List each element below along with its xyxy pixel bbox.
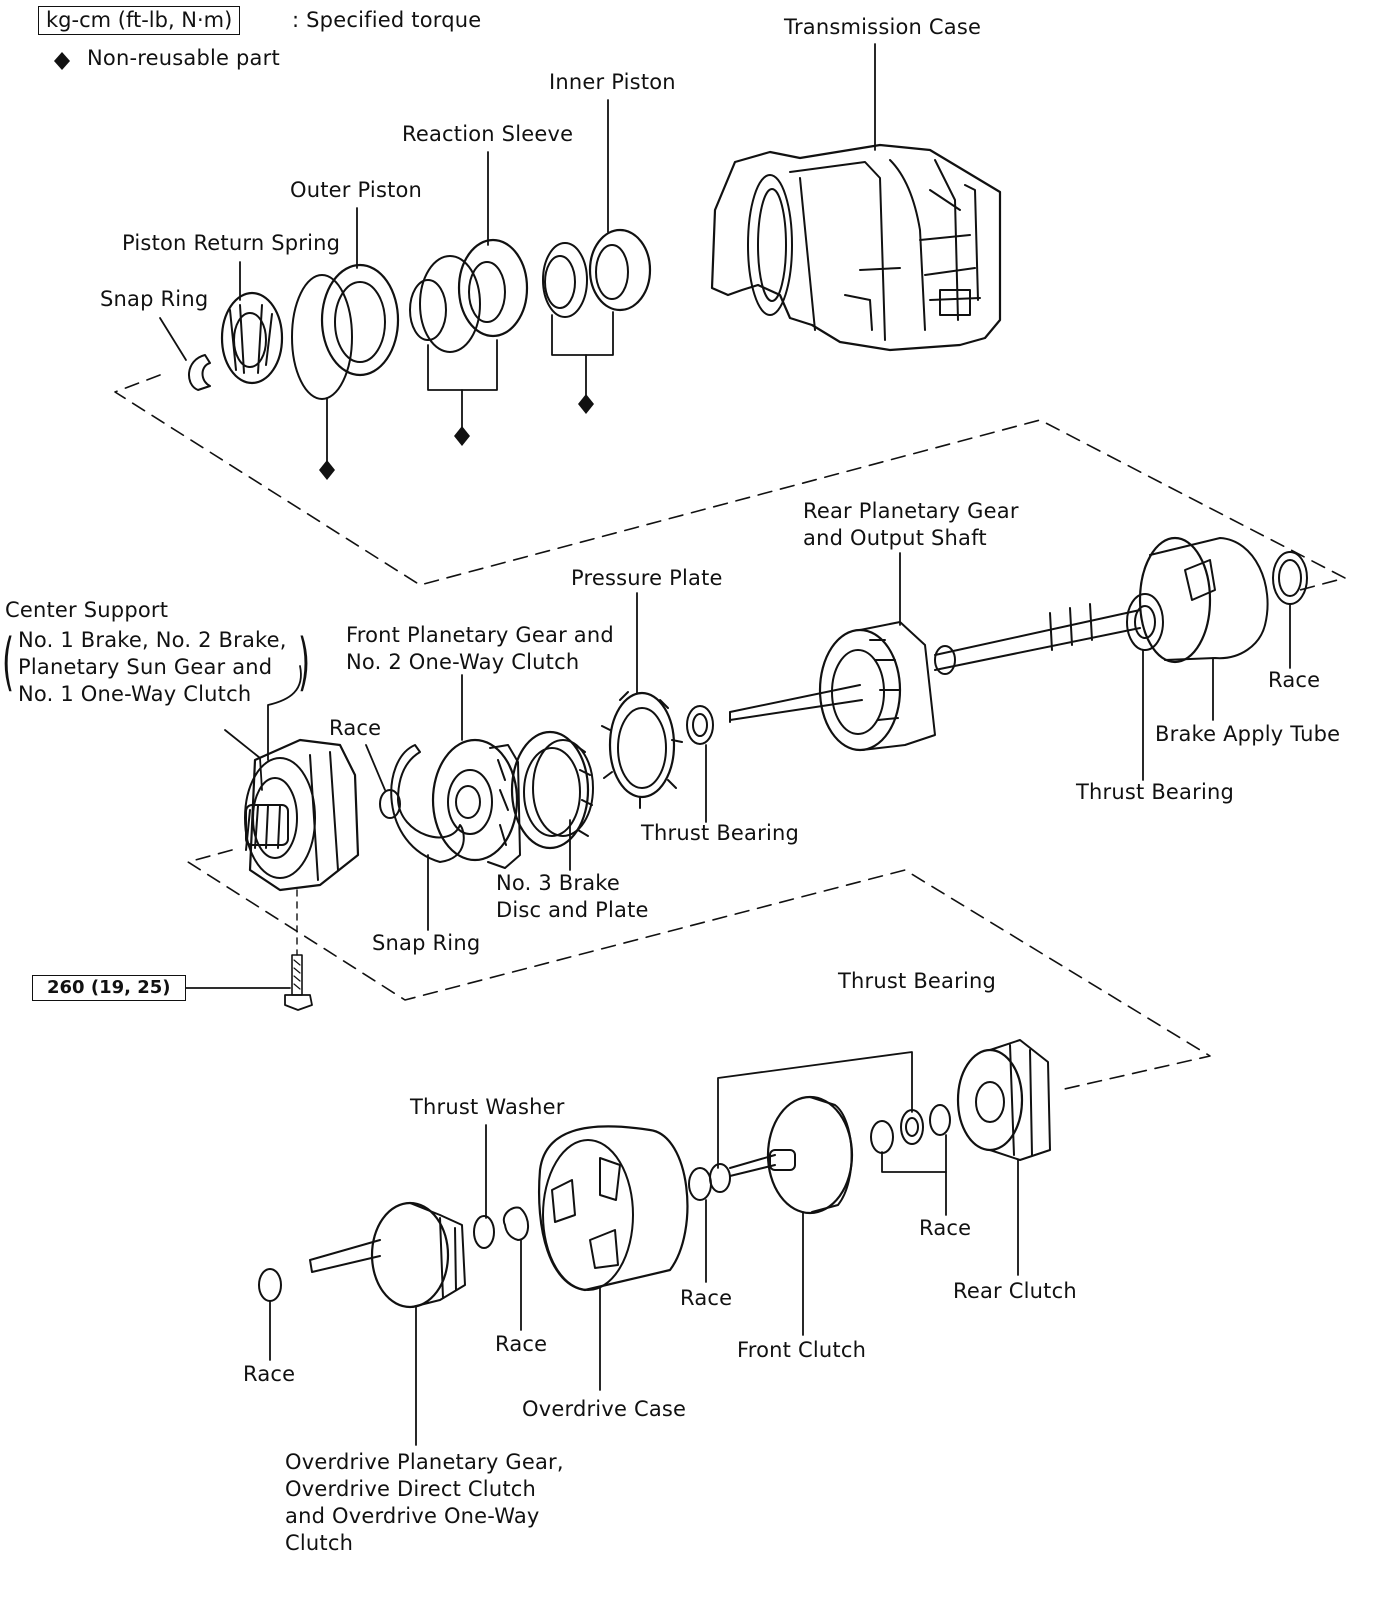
label-front-clutch: Front Clutch — [737, 1338, 867, 1362]
rear-clutch-part — [956, 1039, 1051, 1161]
thrust-bearing-right-part — [1126, 593, 1164, 651]
thrust-bearing-mid-part — [686, 705, 714, 745]
label-thrust-bearing-mid: Thrust Bearing — [641, 821, 800, 845]
snap-ring-top-part — [188, 354, 211, 391]
label-thrust-bearing-right: Thrust Bearing — [1076, 780, 1235, 804]
transmission-case-part — [710, 143, 1002, 352]
label-race-mid: Race — [329, 716, 382, 740]
label-race-b1: Race — [243, 1362, 296, 1386]
label-overdrive-planetary: Overdrive Planetary Gear, Overdrive Dire… — [285, 1450, 564, 1555]
label-outer-piston: Outer Piston — [290, 178, 423, 202]
dashed-axis-top — [114, 374, 1346, 591]
race-mid-part — [379, 789, 401, 819]
label-race-b4: Race — [680, 1286, 733, 1310]
outer-piston-part — [291, 263, 400, 400]
rear-planetary-part — [729, 603, 1141, 752]
paren-open: ( — [2, 625, 15, 698]
reaction-sleeve-part — [409, 238, 529, 353]
torque-legend-box: kg-cm (ft-lb, N·m) — [38, 6, 241, 35]
paren-close: ) — [298, 625, 311, 698]
label-front-planetary: Front Planetary Gear and No. 2 One-Way C… — [346, 623, 614, 674]
label-center-support: Center Support — [5, 598, 169, 622]
label-rear-planetary: Rear Planetary Gear and Output Shaft — [803, 499, 1019, 550]
top-leader-lines — [159, 43, 876, 463]
front-clutch-part — [729, 1095, 854, 1215]
front-planetary-part — [431, 738, 521, 869]
label-rear-clutch: Rear Clutch — [953, 1279, 1077, 1303]
label-pressure-plate: Pressure Plate — [571, 566, 723, 590]
race-bearing-set-part — [870, 1104, 951, 1154]
race-b2-part — [502, 1206, 529, 1241]
overdrive-planetary-part — [309, 1201, 466, 1309]
inner-piston-part — [542, 228, 652, 318]
center-support-bolt-part — [284, 889, 313, 1011]
nonreusable-diamonds — [54, 52, 594, 480]
race-front-clutch-part — [688, 1163, 731, 1201]
no3-brake-part — [510, 730, 594, 850]
label-race-b3: Race — [919, 1216, 972, 1240]
label-center-support-detail: No. 1 Brake, No. 2 Brake, Planetary Sun … — [18, 628, 287, 706]
label-snap-ring-mid: Snap Ring — [372, 931, 481, 955]
label-snap-ring-top: Snap Ring — [100, 287, 209, 311]
label-brake-apply-tube: Brake Apply Tube — [1155, 722, 1341, 746]
overdrive-case-part — [538, 1125, 689, 1292]
race-b1-part — [258, 1268, 282, 1302]
label-no3-brake: No. 3 Brake Disc and Plate — [496, 871, 649, 922]
piston-return-spring-part — [220, 291, 284, 385]
center-support-part — [244, 738, 360, 892]
torque-legend-text: : Specified torque — [292, 8, 482, 32]
snap-ring-mid-part — [390, 744, 465, 863]
bottom-leader-lines — [269, 1051, 1019, 1446]
race-right-part — [1272, 551, 1308, 605]
label-inner-piston: Inner Piston — [549, 70, 676, 94]
brake-apply-tube-part — [1138, 536, 1269, 664]
nonreusable-legend-text: Non-reusable part — [87, 46, 280, 70]
label-piston-return-spring: Piston Return Spring — [122, 231, 341, 255]
label-thrust-bearing-bottom: Thrust Bearing — [838, 969, 997, 993]
label-reaction-sleeve: Reaction Sleeve — [402, 122, 574, 146]
label-thrust-washer: Thrust Washer — [410, 1095, 565, 1119]
middle-leader-lines — [184, 552, 1291, 989]
label-overdrive-case: Overdrive Case — [522, 1397, 687, 1421]
label-race-b2: Race — [495, 1332, 548, 1356]
dashed-axis-middle — [187, 849, 1211, 1091]
pressure-plate-part — [601, 691, 683, 809]
label-race-right: Race — [1268, 668, 1321, 692]
label-transmission-case: Transmission Case — [784, 15, 982, 39]
thrust-washer-part — [473, 1215, 495, 1249]
torque-value-box: 260 (19, 25) — [32, 975, 186, 1001]
